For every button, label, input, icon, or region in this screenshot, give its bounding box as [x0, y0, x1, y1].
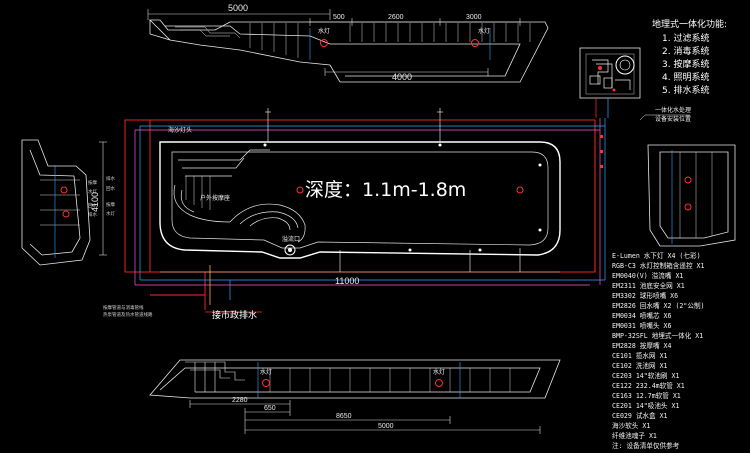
- top-dim-mid: 500: [333, 14, 345, 21]
- right-light-icon: [684, 203, 692, 211]
- equipment-list-item: EM0031 喷嘴头 X6: [612, 321, 672, 330]
- equipment-list-item: EM2826 回水嘴 X2 (2"公制): [612, 301, 705, 310]
- drain-label: 接市政排水: [212, 309, 257, 321]
- top-elevation-view: 5000 500 2600 3000 4000: [147, 3, 549, 83]
- pool-plan-view: 11000 4100 排水 回水 按摩 水灯: [90, 108, 606, 310]
- equipment-unit: [579, 47, 641, 118]
- bottom-light-2-label: 水灯: [433, 368, 445, 376]
- left-section-view: [21, 139, 91, 266]
- bottom-light-1-icon: [262, 379, 270, 387]
- equipment-position-tag-2: 设备安装位置: [655, 115, 691, 123]
- svg-text:按摩: 按摩: [106, 201, 115, 208]
- plan-dim-length: 11000: [335, 276, 359, 286]
- equipment-list-item: CE163 12.7m软管 X1: [612, 391, 681, 400]
- feature-item: 2. 消毒系统: [662, 45, 709, 57]
- feature-list: 地理式一体化功能: 1. 过滤系统 2. 消毒系统 3. 按摩系统 4. 照明系…: [652, 18, 727, 96]
- svg-text:排水: 排水: [88, 211, 97, 218]
- depth-label: 深度：1.1m-1.8m: [305, 179, 466, 201]
- right-section-view: [647, 144, 736, 247]
- pipe-legend-2: 热泵管道及热水管道线路: [103, 311, 153, 318]
- bottom-elevation-view: 水灯 水灯 2280 650 8650 5000: [149, 359, 561, 434]
- equipment-list-item: E-Lumen 水下灯 X4 (七彩): [612, 251, 701, 260]
- equipment-list-item: RGB-C3 水灯控制箱含遥控 X1: [612, 261, 704, 270]
- equipment-list-item: EM2828 按摩嘴 X4: [612, 341, 672, 350]
- top-dim-total: 5000: [228, 3, 248, 13]
- svg-text:溢流口: 溢流口: [282, 235, 300, 243]
- main-drain-icon: [284, 244, 296, 256]
- plan-dim-width: 4100: [90, 192, 100, 212]
- equipment-list-item: EM0034 喷嘴芯 X6: [612, 311, 672, 320]
- svg-text:水灯: 水灯: [106, 210, 115, 217]
- pool-light-icon: [296, 186, 304, 194]
- top-dim-a: 2600: [388, 14, 404, 21]
- equipment-list: E-Lumen 水下灯 X4 (七彩) RGB-C3 水灯控制箱含遥控 X1 E…: [612, 251, 705, 440]
- bottom-dim-c: 8650: [336, 413, 352, 420]
- equipment-list-item: CE101 揽水网 X1: [612, 351, 668, 360]
- feature-item: 3. 按摩系统: [662, 58, 709, 70]
- top-light-2-label: 水灯: [478, 27, 490, 35]
- equipment-note: 注: 设备清单仅供参考: [612, 441, 680, 450]
- feature-item: 5. 排水系统: [662, 84, 709, 96]
- feature-item: 4. 照明系统: [662, 71, 709, 83]
- feature-title: 地理式一体化功能:: [652, 18, 727, 30]
- pipe-legend-1: 按摩管道与消毒管线: [103, 304, 144, 311]
- svg-text:排水: 排水: [106, 175, 115, 182]
- equipment-list-item: CE122 232.4m软管 X1: [612, 381, 685, 390]
- top-light-1-label: 水灯: [318, 27, 330, 35]
- step-label: 户外按摩座: [200, 194, 230, 202]
- top-dim-b: 3000: [466, 14, 482, 21]
- bottom-light-2-icon: [435, 379, 443, 387]
- bottom-dim-d: 5000: [378, 423, 394, 430]
- svg-text:回水: 回水: [106, 185, 115, 192]
- equipment-list-item: CE203 14"软池刷 X1: [612, 371, 679, 380]
- left-light-icon: [62, 210, 70, 218]
- feature-item: 1. 过滤系统: [662, 32, 709, 44]
- right-light-icon: [684, 176, 692, 184]
- equipment-list-item: CE102 洗池网 X1: [612, 361, 668, 370]
- corner-label: 海沙灯头: [168, 126, 192, 134]
- left-light-icon: [60, 186, 68, 194]
- top-light-2-icon: [471, 39, 479, 47]
- bottom-dim-b: 650: [264, 405, 276, 412]
- svg-text:回水: 回水: [88, 202, 97, 209]
- equipment-list-item: CE201 14"吸池头 X1: [612, 401, 679, 410]
- equipment-list-item: EM0040(V) 溢流嘴 X1: [612, 271, 683, 280]
- equipment-list-item: EM2311 池底安全网 X1: [612, 281, 685, 290]
- svg-text:按摩: 按摩: [88, 179, 97, 186]
- bottom-light-1-label: 水灯: [260, 368, 272, 376]
- equipment-list-item: BMP-32SFL 地埋式一体化 X1: [612, 331, 703, 340]
- equipment-list-item: EM3302 球形喷嘴 X6: [612, 291, 678, 300]
- equipment-position-tag: 一体化水处理: [655, 106, 691, 114]
- pool-light-icon: [516, 186, 524, 194]
- top-dim-bottom: 4000: [392, 72, 412, 82]
- svg-text:水灯: 水灯: [88, 188, 97, 195]
- bottom-dim-a: 2280: [232, 397, 248, 404]
- equipment-list-item: 海沙软头 X1: [612, 421, 650, 430]
- equipment-list-item: CE029 试水盒 X1: [612, 411, 668, 420]
- top-light-1-icon: [320, 39, 328, 47]
- equipment-list-item: 纤维池魂子 X1: [612, 431, 657, 440]
